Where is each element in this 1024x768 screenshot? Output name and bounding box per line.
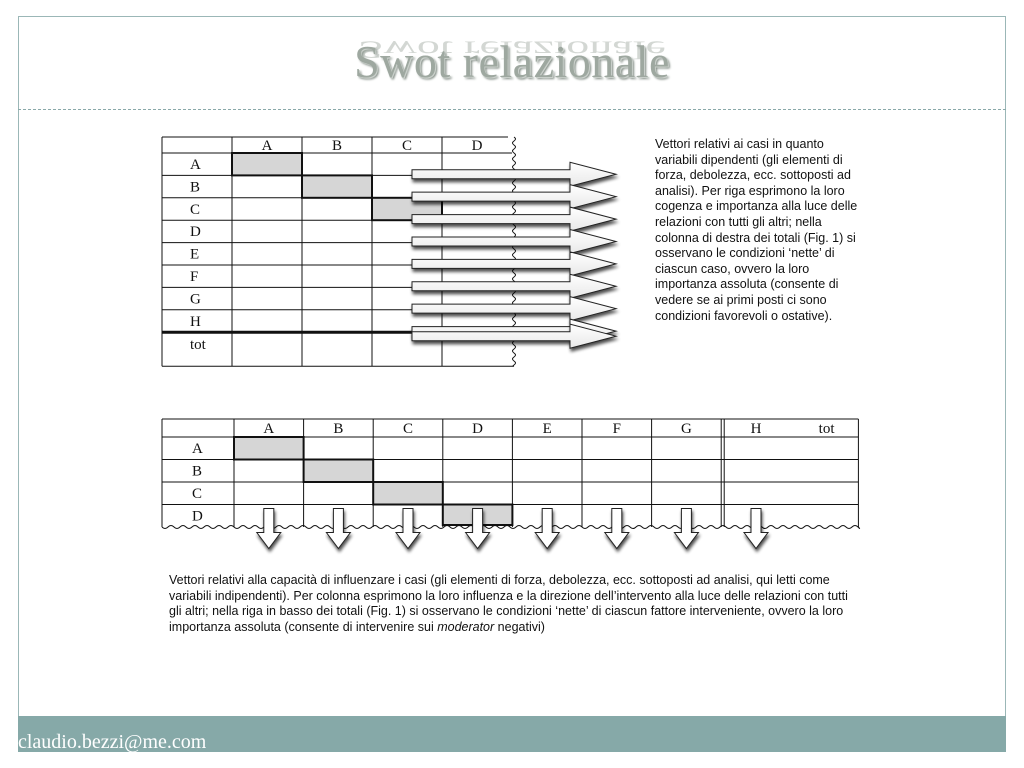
top-row-label: B	[190, 179, 200, 195]
bottom-column-header: A	[263, 421, 274, 437]
top-row-label: G	[190, 291, 201, 307]
column-vector-arrow-icon	[534, 508, 561, 550]
title-divider	[18, 109, 1006, 110]
column-vector-arrow-icon	[255, 508, 282, 550]
footer-email: claudio.bezzi@me.com	[18, 731, 207, 753]
slide-title-reflection: Swot relazionale	[358, 35, 666, 64]
top-column-header: A	[262, 138, 273, 154]
diagonal-cell	[231, 152, 303, 177]
diagonal-cell	[233, 436, 305, 461]
bottom-column-header: C	[403, 421, 413, 437]
slide-title: Swot relazionale	[354, 36, 670, 87]
top-row-label: D	[190, 224, 201, 240]
bottom-text-main: Vettori relativi alla capacità di influe…	[169, 573, 848, 634]
top-row-label: H	[190, 314, 201, 330]
top-row-label: tot	[190, 337, 207, 353]
column-vector-arrow-icon	[464, 508, 491, 550]
row-vector-arrow-icon	[411, 323, 618, 349]
row-vector-arrow-icon	[411, 273, 618, 299]
bottom-column-header: F	[613, 421, 621, 437]
top-row-label: A	[190, 157, 201, 173]
bottom-text-end: negativi)	[494, 619, 545, 634]
dependent-vectors-description: Vettori relativi ai casi in quanto varia…	[655, 137, 858, 323]
column-vector-arrow-icon	[603, 508, 630, 550]
bottom-text-emphasis: moderator	[437, 619, 495, 634]
bottom-row-label: B	[192, 464, 202, 480]
bottom-column-header: H	[751, 421, 762, 437]
independent-vectors-description: Vettori relativi alla capacità di influe…	[169, 573, 859, 635]
bottom-row-label: C	[192, 486, 202, 502]
top-column-header: B	[332, 138, 342, 154]
diagonal-cell	[301, 174, 373, 199]
row-vector-arrow-icon	[411, 296, 618, 322]
row-vector-arrow-icon	[411, 184, 618, 210]
column-vector-arrow-icon	[395, 508, 421, 550]
bottom-column-header: tot	[819, 421, 836, 437]
row-vector-arrow-icon	[411, 161, 618, 187]
bottom-row-label: D	[192, 509, 203, 525]
row-vector-arrow-icon	[411, 251, 618, 277]
bottom-column-header: B	[333, 421, 343, 437]
bottom-row-label: A	[192, 441, 203, 457]
diagonal-cell	[372, 481, 444, 506]
diagonal-cell	[302, 458, 375, 483]
top-row-label: C	[190, 202, 200, 218]
column-vector-arrow-icon	[673, 508, 700, 550]
row-vector-arrow-icon	[411, 206, 618, 232]
top-column-header: D	[472, 138, 483, 154]
top-column-header: C	[402, 138, 412, 154]
column-vector-arrow-icon	[743, 508, 769, 550]
top-row-label: F	[190, 269, 198, 285]
row-vector-arrow-icon	[411, 228, 618, 255]
top-row-label: E	[190, 247, 199, 263]
footer-bar	[18, 716, 1006, 752]
bottom-column-header: E	[543, 421, 552, 437]
bottom-column-header: D	[472, 421, 483, 437]
slide-title-container: Swot relazionale	[0, 36, 1024, 88]
slide-frame	[18, 16, 1006, 752]
bottom-column-header: G	[681, 421, 692, 437]
column-vector-arrow-icon	[325, 508, 352, 550]
